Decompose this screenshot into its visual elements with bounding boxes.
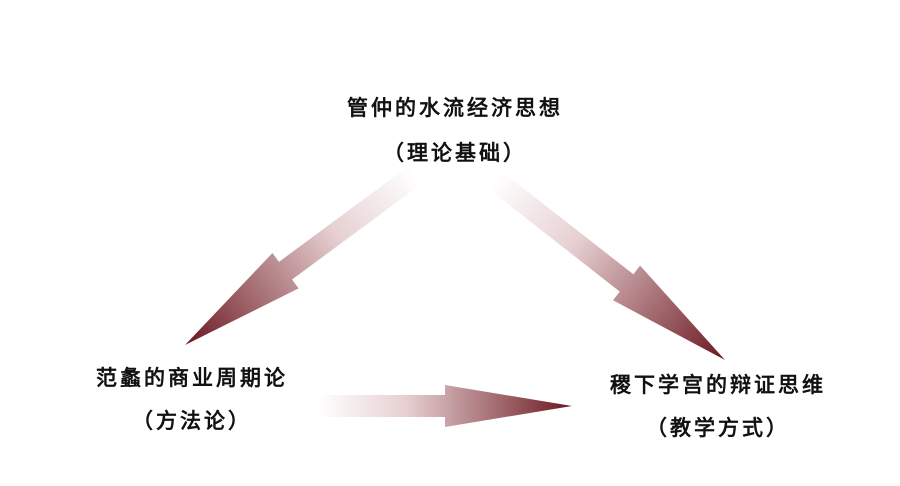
right-node-subtitle: （教学方式） — [646, 416, 790, 440]
arrow-shape — [488, 171, 726, 361]
arrow-top-to-left — [185, 166, 422, 346]
top-node-subtitle: （理论基础） — [383, 141, 527, 165]
arrow-left-to-right — [318, 385, 572, 427]
arrow-top-to-right — [488, 171, 726, 361]
right-node-title: 稷下学宫的辩证思维 — [610, 373, 826, 397]
arrow-shape — [185, 166, 422, 346]
left-node-subtitle: （方法论） — [132, 409, 252, 433]
top-node-title: 管仲的水流经济思想 — [347, 96, 563, 120]
arrow-shape — [318, 385, 572, 427]
left-node-title: 范蠡的商业周期论 — [96, 366, 288, 390]
